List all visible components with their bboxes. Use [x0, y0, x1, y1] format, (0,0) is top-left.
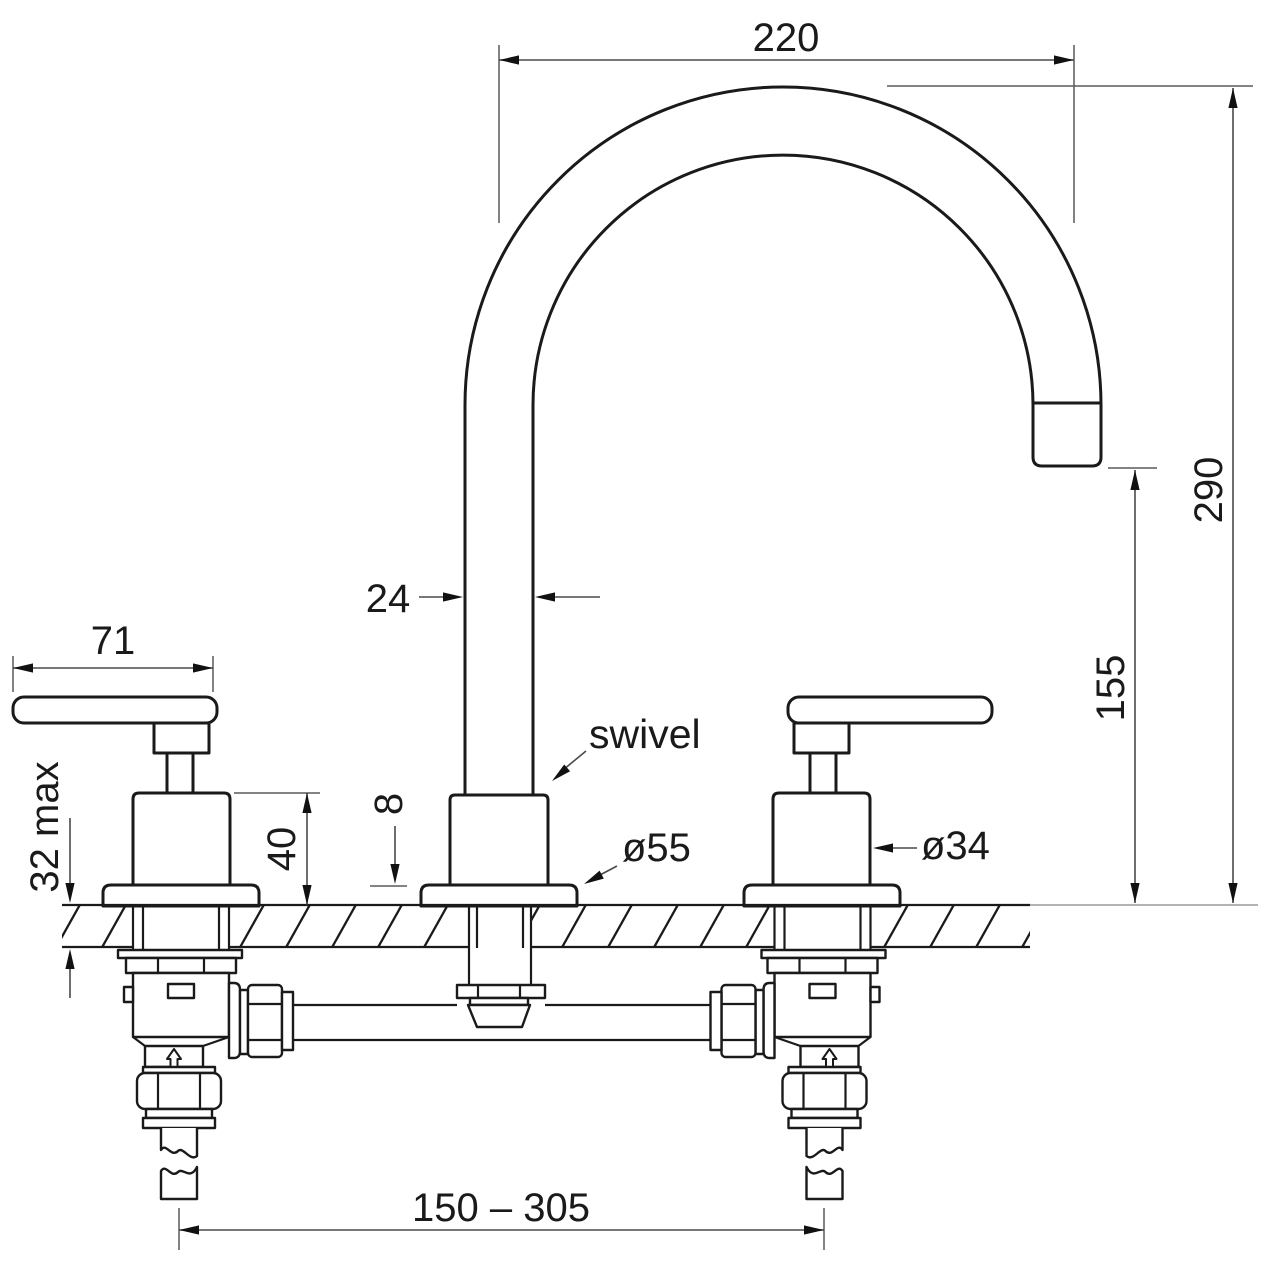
arrowhead-left [535, 592, 555, 602]
dimension-body-diameter: ø34 [873, 824, 990, 868]
dimension-flange-diameter: ø55 [584, 826, 691, 884]
elbow-compression-ring-outer [280, 990, 295, 1052]
elbow-nut-facets [248, 1002, 282, 1042]
arrowhead [552, 764, 571, 781]
arrowhead-left [499, 55, 519, 65]
underdeck-valve-assembly [116, 907, 295, 1201]
arrowhead-down [390, 864, 400, 884]
dim-24-label: 24 [366, 577, 411, 621]
dimension-max-deck-thickness: 32 max [23, 761, 75, 998]
elbow-compression-nut [246, 983, 284, 1059]
leader [562, 750, 587, 771]
shank-backnut [124, 956, 238, 975]
deck-hatch-segment [229, 905, 468, 947]
swivel-label: swivel [589, 711, 701, 757]
dimension-outlet-clearance: 155 [1089, 467, 1157, 903]
shank-thread-lines [131, 907, 231, 949]
spout-swivel-body [448, 793, 550, 887]
right-handle-adapter [792, 721, 851, 755]
right-handle-stem [808, 751, 838, 795]
deck-hatch-segment [62, 905, 133, 947]
inlet-washer-lower [141, 1116, 217, 1130]
elbow-housing [227, 981, 242, 1060]
extension-line [12, 656, 214, 692]
dimension-spout-reach: 220 [498, 16, 1075, 223]
arrowhead-up [1228, 88, 1238, 108]
arrowhead-down [1228, 883, 1238, 903]
dimension-hole-centres: 150 – 305 [178, 1186, 825, 1250]
dim-o55-label: ø55 [622, 826, 691, 870]
backnut-facets [156, 958, 206, 973]
arrowhead-up [65, 949, 75, 969]
left-handle-lever [11, 695, 219, 725]
arrowhead-down [65, 883, 75, 903]
right-handle [742, 695, 994, 908]
left-handle-body [131, 791, 232, 887]
right-handle-flange [742, 883, 902, 908]
spout-tail-nut [455, 983, 547, 1000]
dim-220-label: 220 [753, 16, 820, 60]
bench-deck-section [62, 903, 1258, 949]
arrowhead [584, 870, 604, 884]
arrowhead [873, 843, 893, 853]
arrowhead-right [1054, 55, 1074, 65]
valve-body [131, 971, 231, 1039]
dim-o34-label: ø34 [921, 824, 990, 868]
spout-base-flange [419, 883, 579, 908]
valve-body-notch [166, 982, 196, 1000]
connecting-pipe [293, 1003, 710, 1042]
dim-32max-label: 32 max [23, 761, 67, 892]
spout-tail-olive [466, 1003, 532, 1029]
left-handle-flange [101, 883, 261, 908]
underdeck-valve-assembly-right [709, 905, 887, 1201]
spout-tail-and-pipe [293, 907, 710, 1042]
arrowhead-down [1130, 883, 1140, 903]
tick-lines [178, 1208, 825, 1250]
dim-155-label: 155 [1089, 655, 1133, 722]
leader [599, 865, 618, 876]
right-handle-lever [786, 695, 994, 725]
left-handle-stem [165, 751, 195, 795]
dim-150-305-label: 150 – 305 [412, 1186, 590, 1230]
deck-hatch-segment [870, 905, 1030, 947]
spout-tail-nut-facets [476, 985, 522, 998]
arrowhead-right [443, 592, 463, 602]
left-handle [11, 695, 261, 908]
spout-tail-walls [467, 907, 533, 985]
arrowhead-down [302, 885, 312, 905]
dim-290-label: 290 [1187, 457, 1231, 524]
annotation-swivel: swivel [552, 711, 701, 781]
arrowhead-left [13, 663, 33, 673]
spout-tube-outline [463, 85, 1103, 795]
arrowhead-up [1130, 470, 1140, 490]
inlet-hex-facets [156, 1074, 202, 1108]
gooseneck-spout [419, 85, 1103, 908]
arrowhead-right [193, 663, 213, 673]
valve-body-taper [132, 1035, 230, 1048]
arrowhead-right [804, 1225, 824, 1235]
dimension-overall-height: 290 [887, 85, 1253, 903]
dim-71-label: 71 [91, 619, 136, 663]
inlet-tube-upper-break [159, 1128, 199, 1159]
arrowhead-up [302, 793, 312, 813]
dimension-flange-height: 8 [367, 793, 411, 887]
dimension-spout-tube-width: 24 [366, 577, 600, 621]
inlet-washer-upper [144, 1107, 214, 1120]
dimension-handle-length: 71 [12, 619, 214, 692]
dimension-body-height: 40 [234, 792, 320, 905]
right-handle-body [771, 791, 872, 887]
inlet-tube-lower-break [159, 1165, 199, 1201]
inlet-hex-nut [135, 1071, 223, 1111]
left-handle-adapter [152, 721, 211, 755]
arrowhead-left [179, 1225, 199, 1235]
dim-8-label: 8 [367, 793, 411, 815]
deck-hatch-segment [531, 905, 774, 947]
dim-40-label: 40 [260, 827, 304, 872]
valve-body-lug [122, 985, 135, 1004]
extension-line [498, 45, 1075, 223]
